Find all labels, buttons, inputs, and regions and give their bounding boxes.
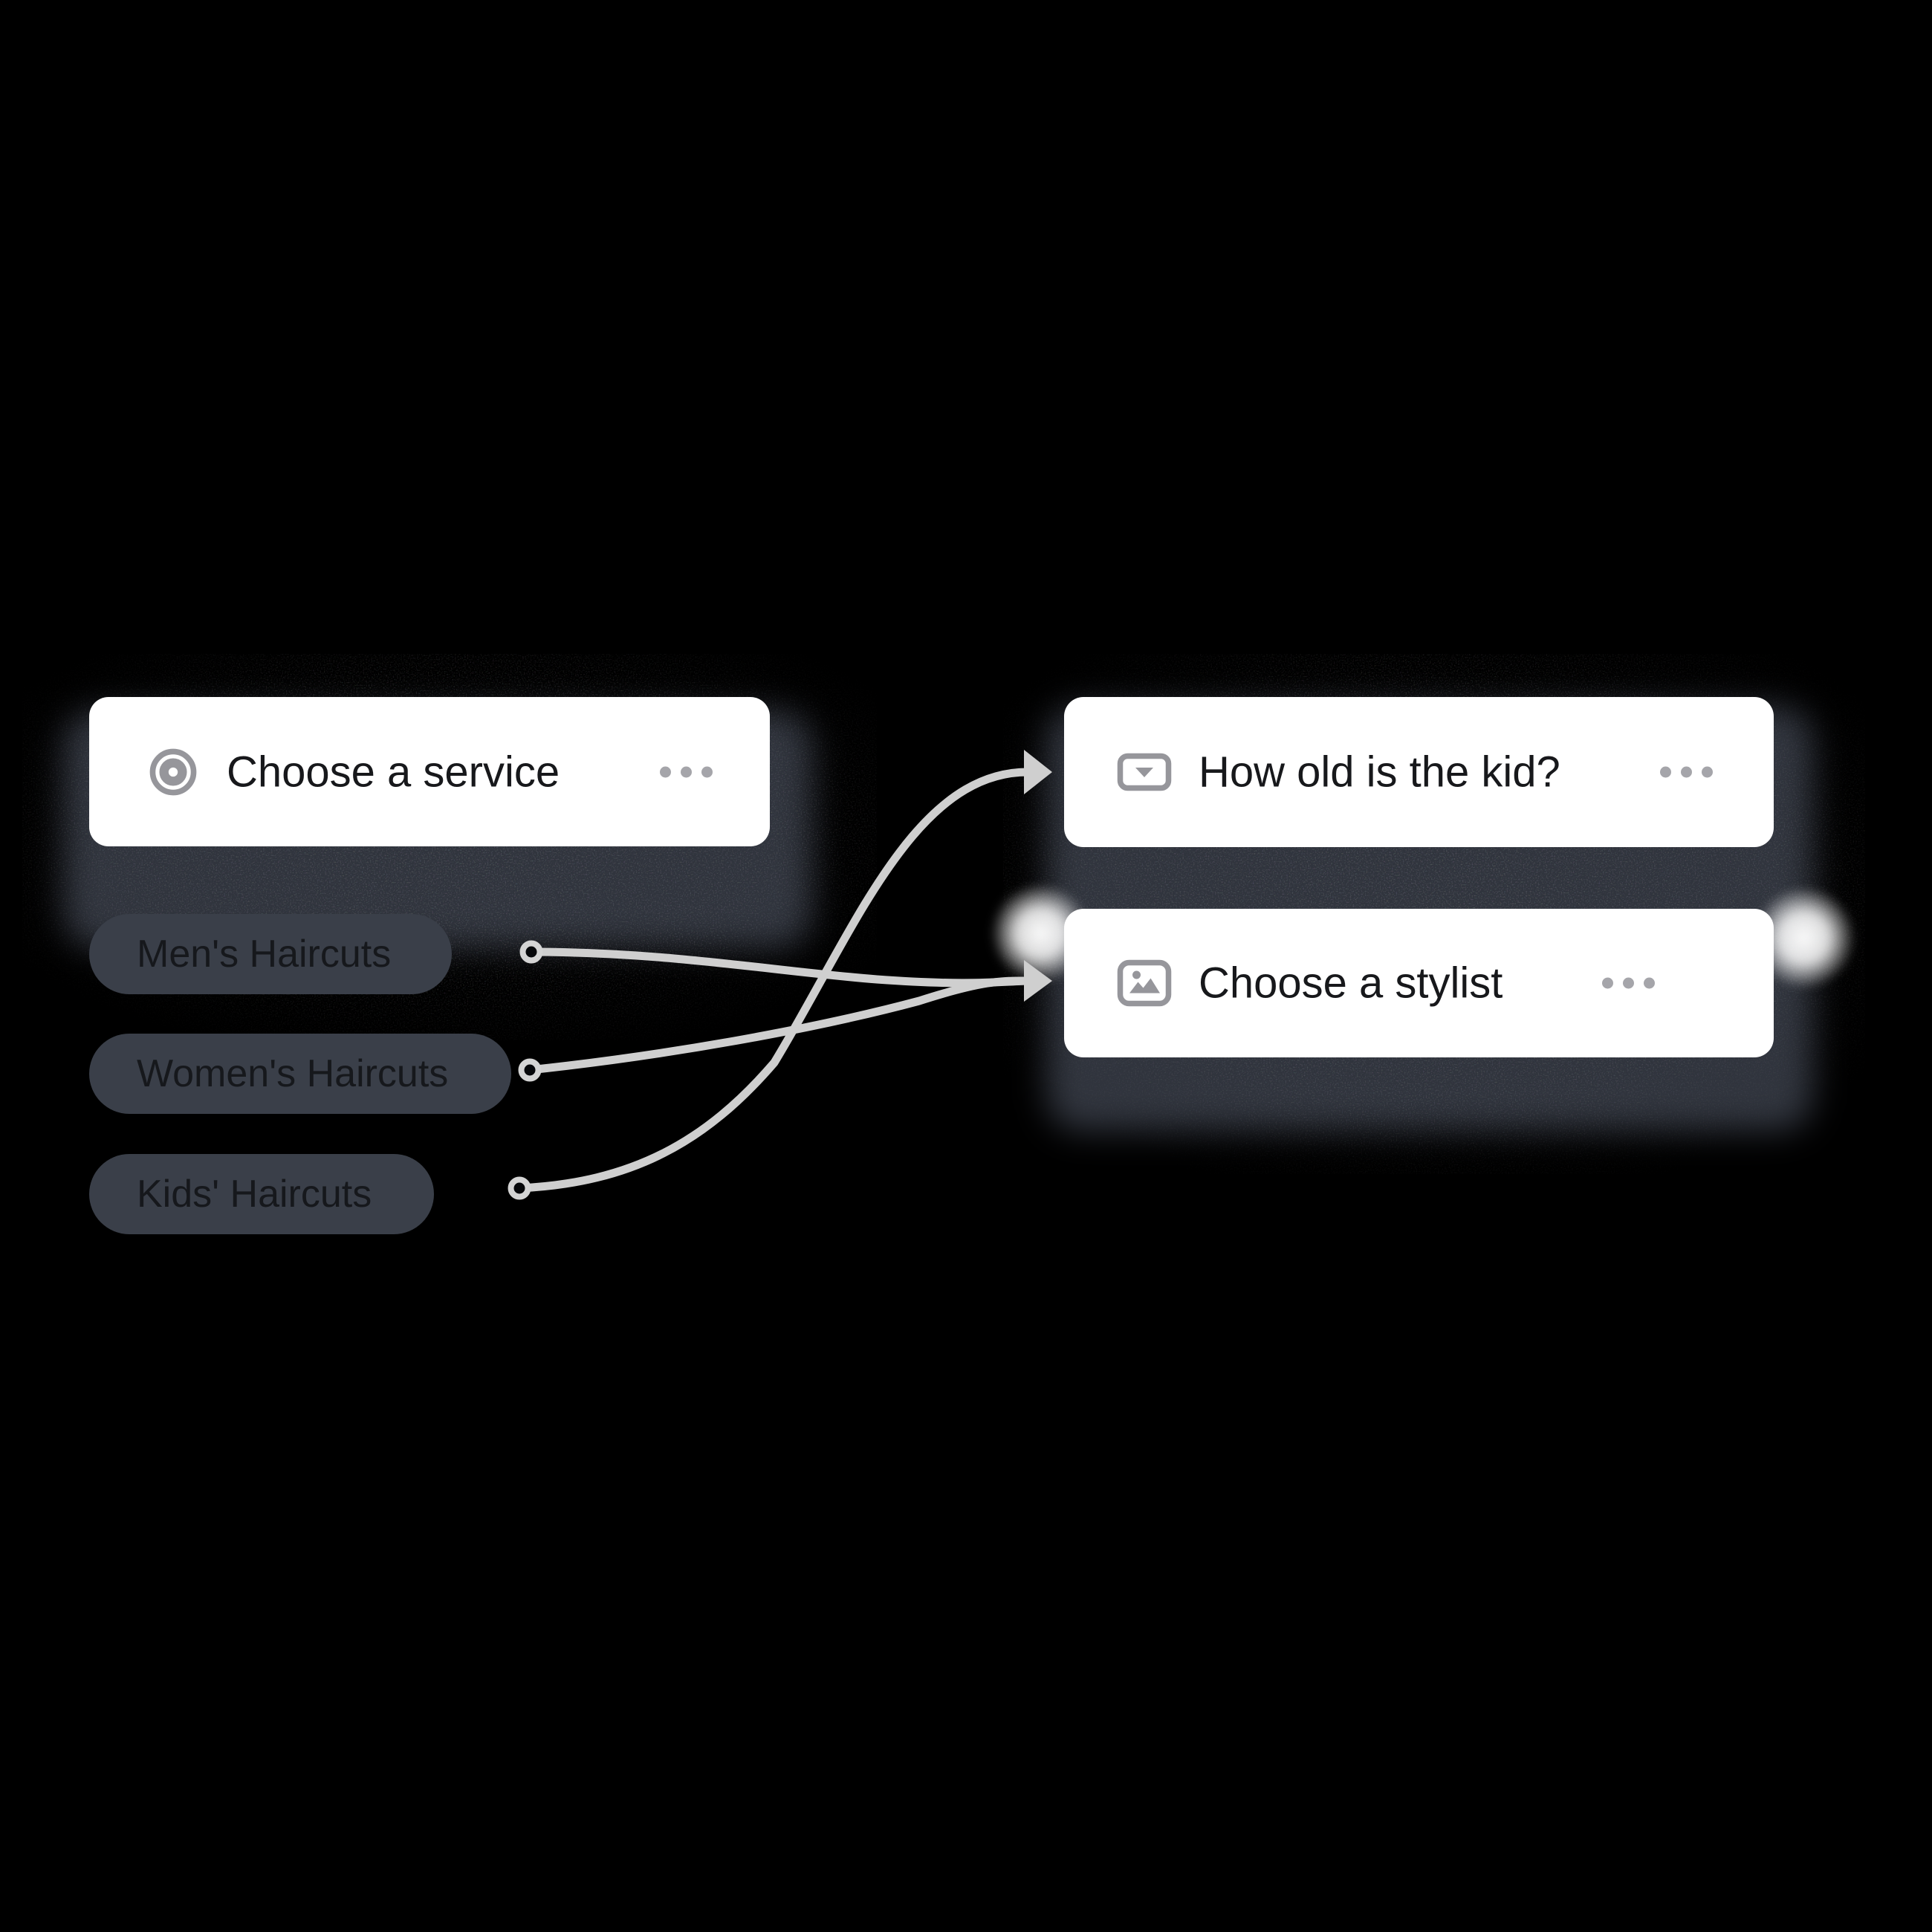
option-pill-kids-haircuts[interactable]: Kids' Haircuts xyxy=(89,1154,434,1234)
option-label: Kids' Haircuts xyxy=(137,1173,372,1216)
connector-handle-mens[interactable] xyxy=(519,940,543,964)
card-title: Choose a service xyxy=(227,748,560,796)
option-pill-mens-haircuts[interactable]: Men's Haircuts xyxy=(89,914,452,994)
image-choice-icon xyxy=(1115,959,1174,1007)
connector-womens-to-stylist xyxy=(525,976,1032,1074)
card-choose-a-stylist[interactable]: Choose a stylist xyxy=(1064,909,1774,1057)
arrowhead-into-stylist xyxy=(1024,960,1052,1002)
option-pill-womens-haircuts[interactable]: Women's Haircuts xyxy=(89,1034,511,1114)
card-choose-a-service[interactable]: Choose a service xyxy=(89,697,770,846)
connector-kids-to-kid-age xyxy=(515,768,1032,1193)
ellipsis-menu-button[interactable] xyxy=(660,766,713,777)
connector-handle-kids[interactable] xyxy=(508,1176,531,1200)
option-label: Women's Haircuts xyxy=(137,1052,449,1095)
bullseye-icon xyxy=(145,744,201,800)
card-how-old-is-the-kid[interactable]: How old is the kid? xyxy=(1064,697,1774,847)
arrowhead-into-kid-age xyxy=(1024,750,1052,794)
dropdown-field-icon xyxy=(1115,750,1174,794)
ellipsis-menu-button[interactable] xyxy=(1660,766,1713,778)
card-title: Choose a stylist xyxy=(1199,959,1503,1008)
ellipsis-menu-button[interactable] xyxy=(1602,977,1655,989)
option-label: Men's Haircuts xyxy=(137,933,392,976)
connector-mens-to-stylist xyxy=(527,947,1032,988)
card-title: How old is the kid? xyxy=(1199,748,1560,797)
connector-handle-womens[interactable] xyxy=(518,1058,542,1082)
